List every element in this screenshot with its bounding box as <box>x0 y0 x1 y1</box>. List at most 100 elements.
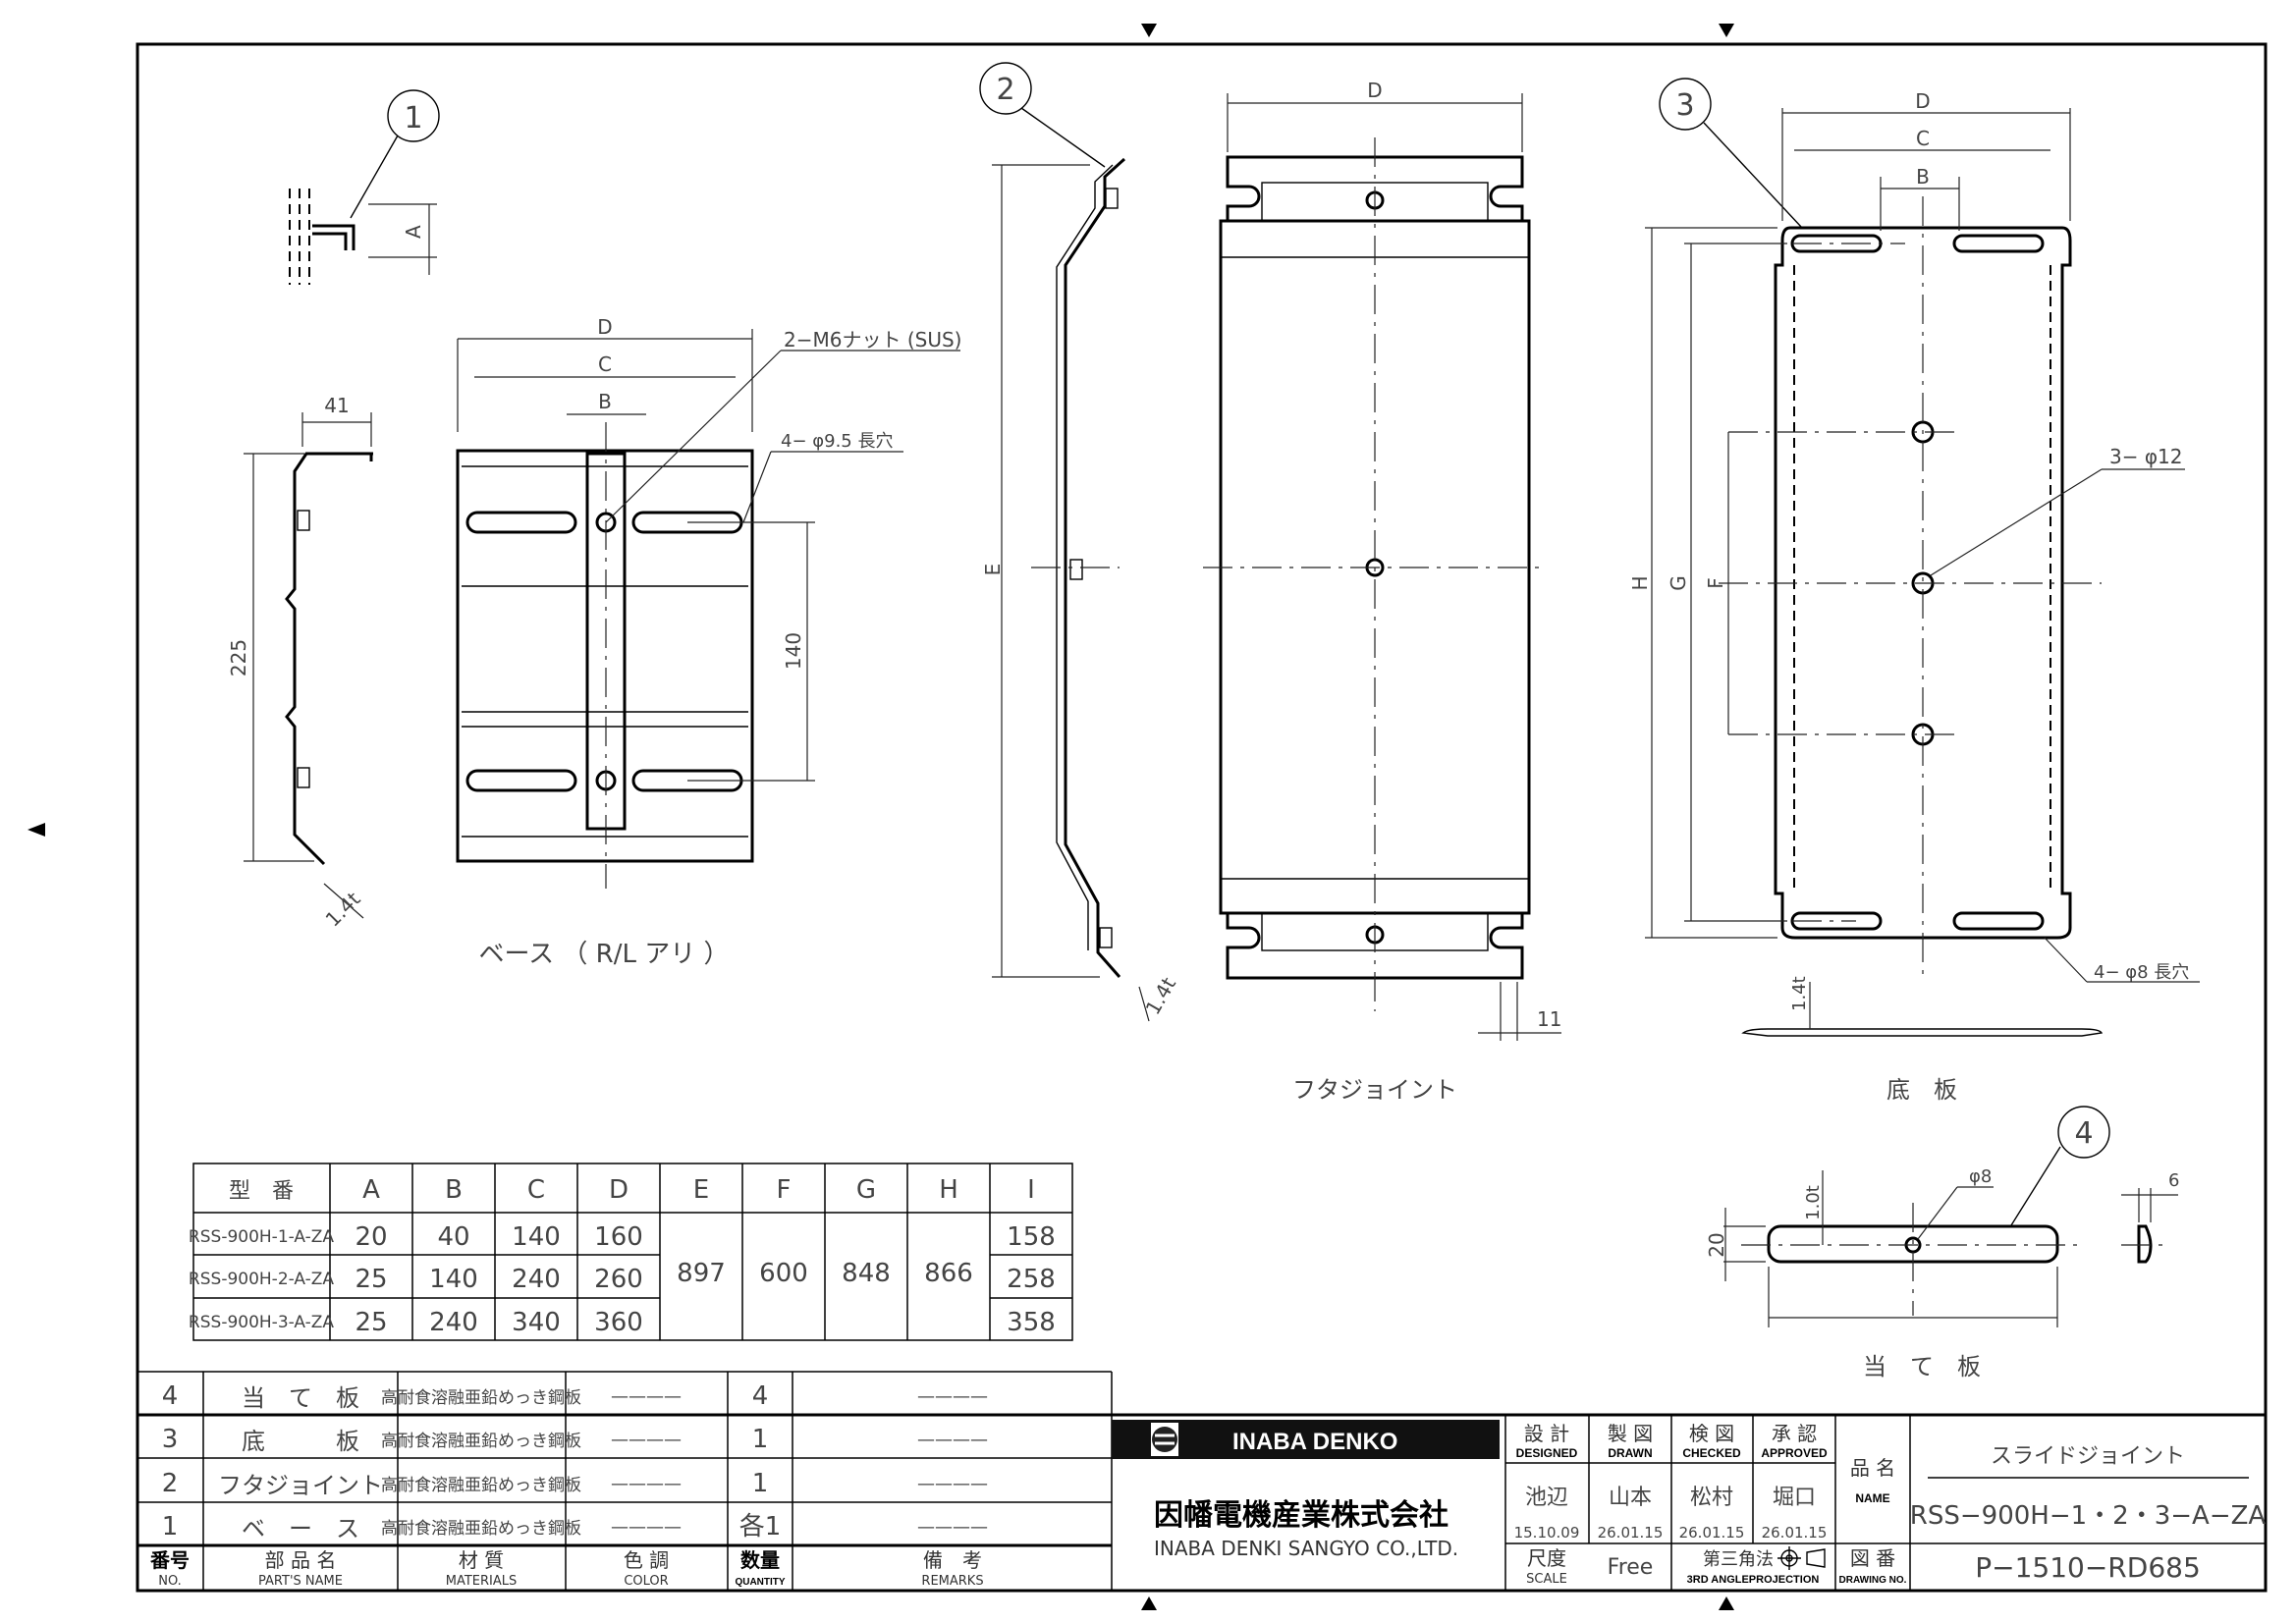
list-item: フタジョイント <box>218 1472 383 1499</box>
table-cell: 40 <box>437 1222 469 1252</box>
svg-text:G: G <box>1667 575 1690 591</box>
svg-text:26.01.15: 26.01.15 <box>1762 1524 1828 1542</box>
svg-text:2−M6ナット (SUS): 2−M6ナット (SUS) <box>784 328 961 352</box>
table-cell: 600 <box>759 1259 808 1288</box>
product-code: RSS−900H−1・2・3−A−ZA <box>1910 1501 2267 1531</box>
table-header: B <box>445 1175 463 1205</box>
svg-text:尺度: 尺度 <box>1527 1546 1566 1570</box>
product-name: スライドジョイント <box>1991 1444 2185 1469</box>
base-front-view: D C B 140 2−M6ナット (SUS) 4− φ9.5 長穴 ベース （… <box>456 315 961 969</box>
svg-text:山本: 山本 <box>1609 1486 1652 1510</box>
svg-text:1.0t: 1.0t <box>1803 1185 1824 1220</box>
svg-text:MATERIALS: MATERIALS <box>446 1574 518 1589</box>
svg-text:番号: 番号 <box>149 1549 190 1572</box>
svg-text:DRAWING NO.: DRAWING NO. <box>1839 1575 1907 1586</box>
svg-text:D: D <box>1915 89 1930 113</box>
svg-text:11: 11 <box>1537 1007 1561 1031</box>
company-logo-icon <box>1152 1427 1177 1452</box>
svg-text:B: B <box>1916 165 1930 189</box>
svg-text:検 図: 検 図 <box>1689 1422 1734 1445</box>
svg-text:D: D <box>597 315 612 339</box>
list-item: 3 <box>162 1425 179 1454</box>
list-item: 高耐食溶融亜鉛めっき鋼板 <box>381 1519 581 1539</box>
table-header: 型 番 <box>229 1179 294 1204</box>
list-item: 高耐食溶融亜鉛めっき鋼板 <box>381 1388 581 1408</box>
svg-text:225: 225 <box>227 639 250 676</box>
list-item: ベ ー ス <box>242 1515 359 1542</box>
list-item: 2 <box>162 1469 179 1498</box>
svg-text:INABA DENKO: INABA DENKO <box>1232 1429 1397 1455</box>
title-block: INABA DENKO 因幡電機産業株式会社 INABA DENKI SANGY… <box>1112 1413 2267 1593</box>
list-item: ———— <box>917 1430 988 1450</box>
table-header: E <box>693 1175 709 1205</box>
detail-hook-view: 1 A <box>289 89 440 285</box>
list-item: 1 <box>162 1512 179 1542</box>
svg-text:フタジョイント: フタジョイント <box>1292 1076 1457 1104</box>
svg-text:DRAWN: DRAWN <box>1608 1446 1652 1460</box>
table-header: F <box>777 1175 792 1205</box>
svg-text:ベース （ R/L アリ ）: ベース （ R/L アリ ） <box>478 940 729 969</box>
table-header: G <box>856 1175 876 1205</box>
svg-text:NO.: NO. <box>158 1574 182 1589</box>
svg-text:3RD ANGLEPROJECTION: 3RD ANGLEPROJECTION <box>1687 1574 1820 1586</box>
cover-joint-side-view: 2 E 1.4t <box>979 62 1180 1022</box>
svg-text:品 名: 品 名 <box>1850 1456 1895 1480</box>
center-mark-top <box>1141 24 1157 37</box>
svg-text:備 考: 備 考 <box>923 1548 982 1572</box>
table-cell: 897 <box>677 1259 726 1288</box>
svg-text:COLOR: COLOR <box>624 1574 668 1589</box>
svg-text:製 図: 製 図 <box>1608 1422 1653 1445</box>
svg-text:承 認: 承 認 <box>1772 1422 1817 1445</box>
svg-text:C: C <box>598 352 612 376</box>
svg-text:A: A <box>402 225 425 239</box>
svg-text:材 質: 材 質 <box>459 1548 504 1572</box>
table-cell: 140 <box>512 1222 561 1252</box>
list-item: ———— <box>917 1517 988 1538</box>
svg-text:底 板: 底 板 <box>1886 1076 1957 1104</box>
table-cell: 848 <box>842 1259 891 1288</box>
list-item: 底 板 <box>242 1428 359 1455</box>
svg-text:F: F <box>1704 577 1727 589</box>
table-cell: 240 <box>512 1265 561 1294</box>
table-header: A <box>362 1175 380 1205</box>
center-mark-top <box>1719 24 1734 37</box>
svg-text:20: 20 <box>1705 1232 1728 1257</box>
table-cell: RSS-900H-1-A-ZA <box>189 1227 335 1247</box>
table-cell: RSS-900H-2-A-ZA <box>189 1270 335 1289</box>
svg-text:1.4t: 1.4t <box>321 887 365 931</box>
table-header: H <box>939 1175 958 1205</box>
table-cell: 866 <box>924 1259 973 1288</box>
center-mark-bottom <box>1141 1596 1157 1610</box>
list-item: 高耐食溶融亜鉛めっき鋼板 <box>381 1476 581 1495</box>
svg-text:D: D <box>1367 79 1382 102</box>
svg-text:松村: 松村 <box>1690 1486 1733 1510</box>
svg-text:2: 2 <box>996 73 1014 107</box>
svg-text:INABA DENKI SANGYO CO.,LTD.: INABA DENKI SANGYO CO.,LTD. <box>1154 1537 1458 1560</box>
svg-text:DESIGNED: DESIGNED <box>1516 1446 1578 1460</box>
list-item: 4 <box>752 1381 769 1411</box>
svg-text:当 て 板: 当 て 板 <box>1863 1353 1981 1380</box>
table-cell: 158 <box>1007 1222 1056 1252</box>
svg-text:設 計: 設 計 <box>1524 1422 1569 1445</box>
backing-plate-view: 4 20 1.0t φ8 6 当 て 板 <box>1705 1106 2179 1380</box>
svg-text:第三角法: 第三角法 <box>1703 1549 1774 1570</box>
list-item: ———— <box>917 1386 988 1407</box>
svg-text:26.01.15: 26.01.15 <box>1598 1524 1664 1542</box>
svg-text:1.4t: 1.4t <box>1789 976 1810 1011</box>
svg-text:CHECKED: CHECKED <box>1682 1446 1741 1460</box>
list-item: 当 て 板 <box>242 1384 359 1412</box>
table-cell: 260 <box>594 1265 643 1294</box>
bottom-plate-view: 3 D C B H G F 3− φ12 4− φ8 長穴 1.4t <box>1628 78 2200 1104</box>
svg-text:B: B <box>598 390 612 413</box>
svg-text:15.10.09: 15.10.09 <box>1514 1524 1580 1542</box>
table-cell: 258 <box>1007 1265 1056 1294</box>
svg-text:図 番: 図 番 <box>1850 1546 1895 1570</box>
size-table: 型 番 A B C D E F G H I RSS-900H-1-A-ZA 20… <box>189 1163 1073 1341</box>
table-cell: 358 <box>1007 1308 1056 1337</box>
table-header: D <box>609 1175 629 1205</box>
svg-text:APPROVED: APPROVED <box>1761 1446 1828 1460</box>
table-header: C <box>527 1175 545 1205</box>
svg-text:6: 6 <box>2168 1170 2179 1191</box>
svg-text:4− φ9.5 長穴: 4− φ9.5 長穴 <box>781 431 893 452</box>
cover-joint-front-view: D 11 フタジョイント <box>1203 79 1561 1104</box>
